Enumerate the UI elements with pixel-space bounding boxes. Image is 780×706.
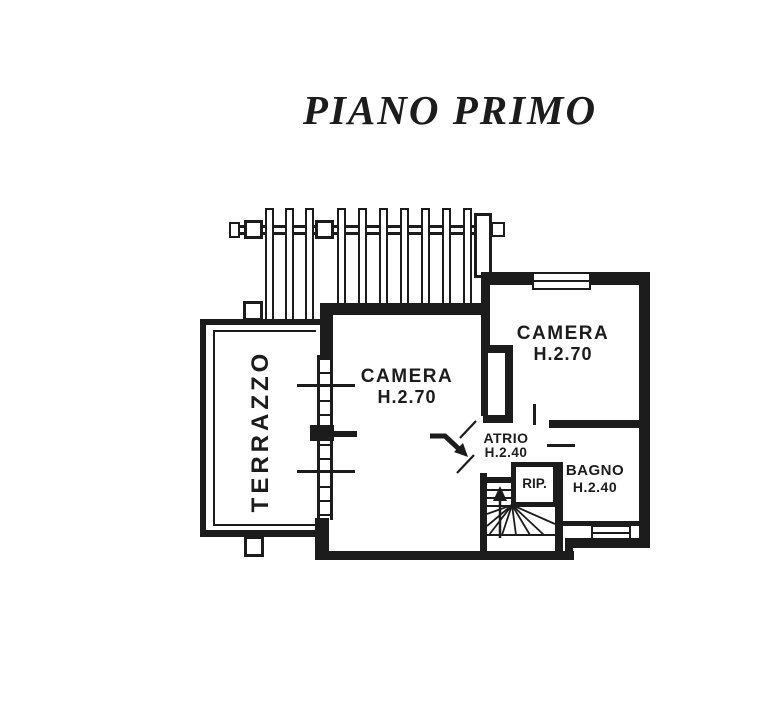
pergola-rail-top (233, 225, 503, 228)
wall-bottom-center (315, 551, 574, 560)
glazing-rung (317, 372, 332, 374)
glazing-rung (317, 500, 332, 502)
room-label-atrio: ATRIO H.2.40 (470, 430, 542, 461)
stair-winders (486, 504, 556, 536)
wall-bagno-west (555, 462, 563, 551)
wall-east (639, 272, 650, 548)
wall-jamb-foot (483, 415, 513, 423)
room-height: H.2.70 (533, 343, 593, 364)
wall-stub-camera (333, 431, 357, 437)
window-sill-line-upper (297, 384, 355, 387)
entry-arrow-head (454, 443, 468, 457)
pergola-end-cap-left (229, 222, 240, 238)
terrace-inner-line-left (213, 330, 215, 526)
entry-arrow-stem (430, 433, 461, 451)
glazing-rung (317, 514, 332, 516)
room-height: H.2.40 (572, 478, 618, 495)
room-label-bagno: BAGNO H.2.40 (558, 462, 632, 495)
room-label-rip: RIP. (513, 476, 556, 492)
glazing-rung (317, 486, 332, 488)
wall-camera-right-west-upper (481, 272, 490, 353)
door-jamb-diagonal (459, 420, 477, 439)
wall-top-center-section (322, 303, 489, 315)
door-leaf-bagno (547, 444, 575, 447)
terrace-parapet-top (200, 319, 322, 325)
glazing-rung (317, 400, 332, 402)
terrace-parapet-left (200, 319, 206, 537)
room-label-terrazzo: TERRAZZO (247, 349, 274, 513)
window-mullion (534, 280, 589, 282)
room-name: BAGNO (565, 462, 625, 479)
window-camera-right (532, 272, 591, 290)
room-name: CAMERA (360, 366, 454, 387)
wall-camera-center-east (481, 315, 488, 416)
glazing-rung (317, 358, 332, 360)
page-title: PIANO PRIMO (302, 87, 598, 133)
wall-west-upper (320, 303, 333, 360)
glazing-rung (317, 414, 332, 416)
window-sill-line-lower (297, 470, 355, 473)
wall-bottom-right (565, 538, 650, 548)
wall-camera-right-west-lower (505, 345, 513, 420)
wall-west-lower (315, 518, 329, 558)
room-name: CAMERA (516, 323, 610, 344)
terrace-post-top (243, 301, 263, 321)
room-label-camera-right: CAMERA H.2.70 (503, 323, 623, 365)
wall-bottom-step (565, 538, 573, 560)
window-bagno (591, 525, 631, 540)
glazing-rung (317, 444, 332, 446)
door-jamb-diagonal (456, 454, 475, 474)
room-height: H.2.70 (377, 386, 437, 407)
wall-camera-right-south (549, 420, 640, 428)
room-label-camera-center: CAMERA H.2.70 (347, 366, 467, 408)
room-name: ATRIO (483, 430, 529, 446)
glazing-rung (317, 458, 332, 460)
rip-closet (511, 462, 558, 507)
terrace-inner-line-bottom (213, 524, 316, 526)
window-mullion (593, 531, 629, 534)
terrace-inner-line-top (213, 330, 316, 332)
pergola-post-block (315, 220, 334, 239)
pergola-post-block (244, 220, 263, 239)
room-height: H.2.40 (484, 445, 528, 461)
pergola-rail-bottom (233, 232, 503, 235)
door-leaf-camera-right (533, 404, 536, 425)
wall-stair-west (480, 473, 487, 551)
room-name: RIP. (522, 476, 547, 491)
terrace-post-bottom (244, 536, 264, 557)
stair-up-arrow-head (493, 486, 507, 501)
wall-jog (481, 345, 513, 353)
wall-bagno-south-inner (563, 521, 640, 526)
wall-pier (310, 425, 334, 441)
pergola-end-cap-right (491, 222, 505, 237)
wall-stair-north (487, 477, 512, 483)
terrace-parapet-bottom (200, 530, 322, 537)
